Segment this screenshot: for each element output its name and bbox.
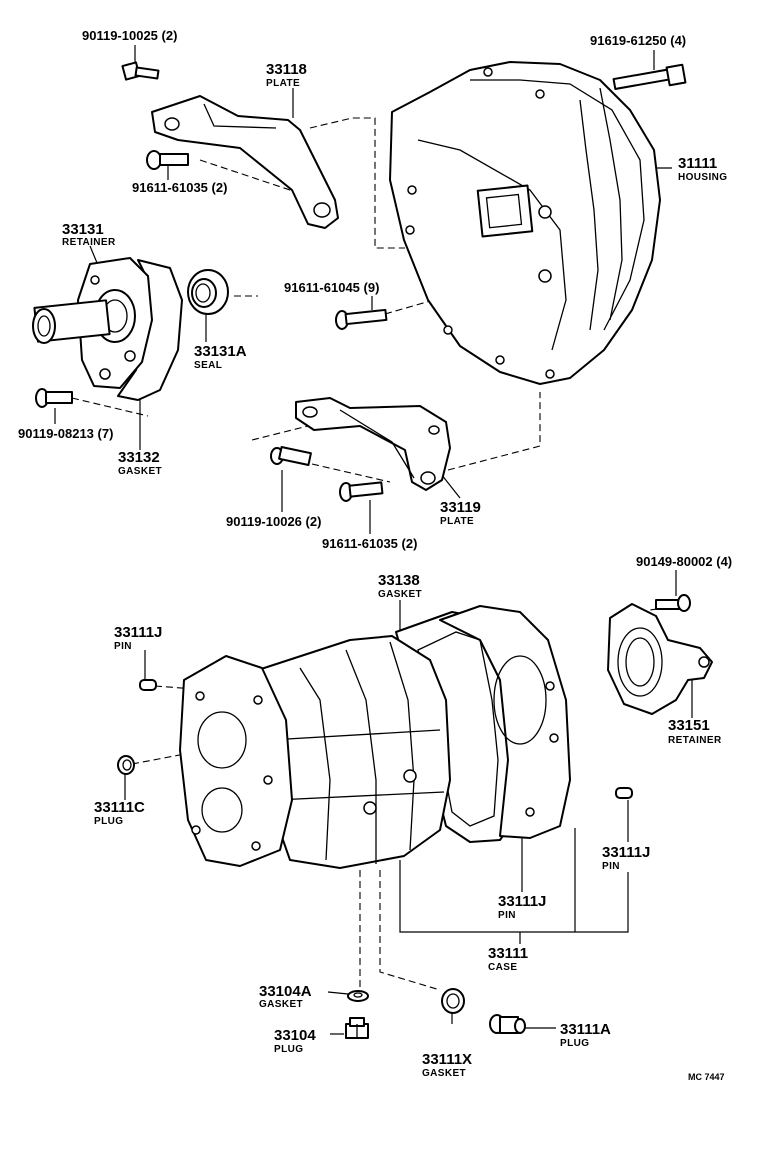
label-33111j-right-name: PIN [602,861,620,872]
label-33111a-number: 33111A [560,1021,611,1038]
gasket-33104a-shape [347,990,369,1002]
plug-33104-shape [345,1017,369,1039]
label-33104-number: 33104 [274,1027,316,1044]
plug-33111a-shape [489,1014,526,1034]
label-33111j-right-number: 33111J [602,844,650,861]
label-33111c-number: 33111C [94,799,145,816]
label-33118-number: 33118 [266,61,307,78]
label-33111c-name: PLUG [94,816,123,827]
label-33104-name: PLUG [274,1044,303,1055]
pin-33111j-left-shape [139,679,157,691]
label-31111-number: 31111 [678,155,717,172]
gasket-33111x-shape [441,988,465,1014]
label-33111j-left-name: PIN [114,641,132,652]
label-33151-number: 33151 [668,717,710,734]
bolt-90119-10025-top-shape [121,61,160,81]
label-91611-61035-bottom: 91611-61035 (2) [322,536,417,551]
label-33138-name: GASKET [378,589,422,600]
label-91611-61045: 91611-61045 (9) [284,280,379,295]
label-33131-name: RETAINER [62,237,116,248]
label-33131a-name: SEAL [194,360,222,371]
label-91619-61250: 91619-61250 (4) [590,33,686,48]
plug-33111c-shape [117,755,135,775]
label-33111-name: CASE [488,962,517,973]
label-33138-number: 33138 [378,572,420,589]
label-33104a-name: GASKET [259,999,303,1010]
label-33131-number: 33131 [62,221,104,238]
label-33118-name: PLATE [266,78,300,89]
bolt-91611-61035-bottom-shape [339,481,384,502]
label-90119-08213: 90119-08213 (7) [18,426,113,441]
label-91611-61035-top: 91611-61035 (2) [132,180,227,195]
label-33111x-number: 33111X [422,1051,472,1068]
label-90119-10026: 90119-10026 (2) [226,514,321,529]
plate-33119-shape [295,397,451,491]
pin-33111j-right-shape [615,787,633,799]
label-33111x-name: GASKET [422,1068,466,1079]
bolt-90119-10026-shape [270,446,312,466]
rear-case-shape [439,605,571,839]
label-33111-number: 33111 [488,945,528,962]
label-90119-10025-top: 90119-10025 (2) [82,28,177,43]
retainer-33131-shape [32,257,183,401]
seal-33131a-shape [187,269,229,315]
bolt-91611-61035-top-shape [146,150,189,170]
label-33104a-number: 33104A [259,983,312,1000]
bolt-91611-61045-shape [335,308,388,330]
plate-33118-shape [151,95,339,229]
label-33132-number: 33132 [118,449,160,466]
label-33132-name: GASKET [118,466,162,477]
label-90149-80002: 90149-80002 (4) [636,554,732,569]
retainer-33151-shape [607,603,713,715]
label-33119-number: 33119 [440,499,481,516]
part-labels: 90119-10025 (2) 33118 PLATE 91611-61035 … [18,28,732,1082]
label-33111a-name: PLUG [560,1038,589,1049]
housing-31111-shape [389,61,661,385]
label-33151-name: RETAINER [668,735,722,746]
leader-lines [54,45,693,1035]
drawing-code: MC 7447 [688,1072,725,1082]
label-33131a-number: 33131A [194,343,247,360]
bolt-91619-61250-shape [612,63,687,90]
label-33119-name: PLATE [440,516,474,527]
case-33111-shape [179,635,451,869]
label-31111-name: HOUSING [678,172,727,183]
label-33111j-center-name: PIN [498,910,516,921]
label-33111j-left-number: 33111J [114,624,162,641]
bolt-90149-80002-shape [655,594,691,612]
label-33111j-center-number: 33111J [498,893,546,910]
bolt-90119-08213-shape [35,388,73,408]
